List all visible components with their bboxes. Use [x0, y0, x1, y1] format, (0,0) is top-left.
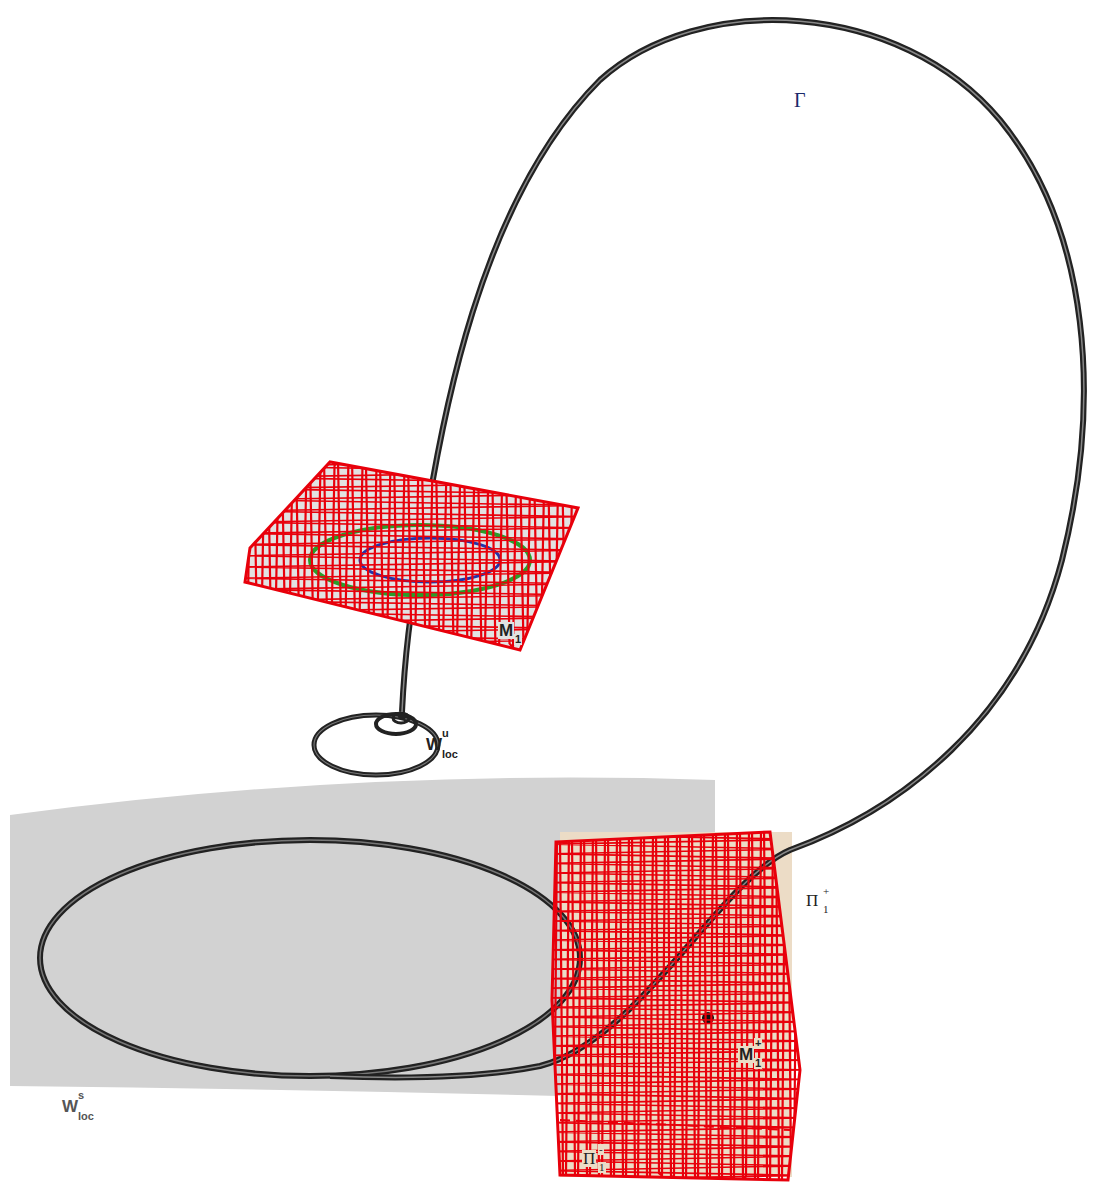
- scribble-stroke: [240, 455, 587, 655]
- label: Π: [582, 1150, 596, 1167]
- label: M: [738, 1046, 754, 1063]
- label: 1: [823, 904, 829, 915]
- red-outline: [245, 462, 578, 650]
- scribble-stroke: [548, 825, 805, 1185]
- red-scribble: [240, 455, 587, 655]
- label: 1: [514, 634, 522, 645]
- label: +: [823, 886, 829, 897]
- red-dash: [560, 1120, 790, 1130]
- label: 1: [754, 1058, 762, 1069]
- label: 1: [598, 1162, 606, 1173]
- red-scribble: [548, 825, 805, 1185]
- label: +: [754, 1038, 762, 1049]
- label: W: [426, 736, 442, 753]
- label: M: [498, 622, 514, 639]
- label: Π: [806, 892, 818, 909]
- red-outline: [552, 832, 800, 1180]
- scribble-stroke: [240, 455, 585, 651]
- label: u: [442, 728, 449, 739]
- label: W: [62, 1098, 78, 1115]
- label: Γ: [794, 90, 806, 110]
- label: -: [598, 1144, 604, 1155]
- label: loc: [442, 749, 458, 760]
- spiral: [40, 712, 580, 1076]
- label: loc: [78, 1111, 94, 1122]
- label: s: [78, 1090, 84, 1101]
